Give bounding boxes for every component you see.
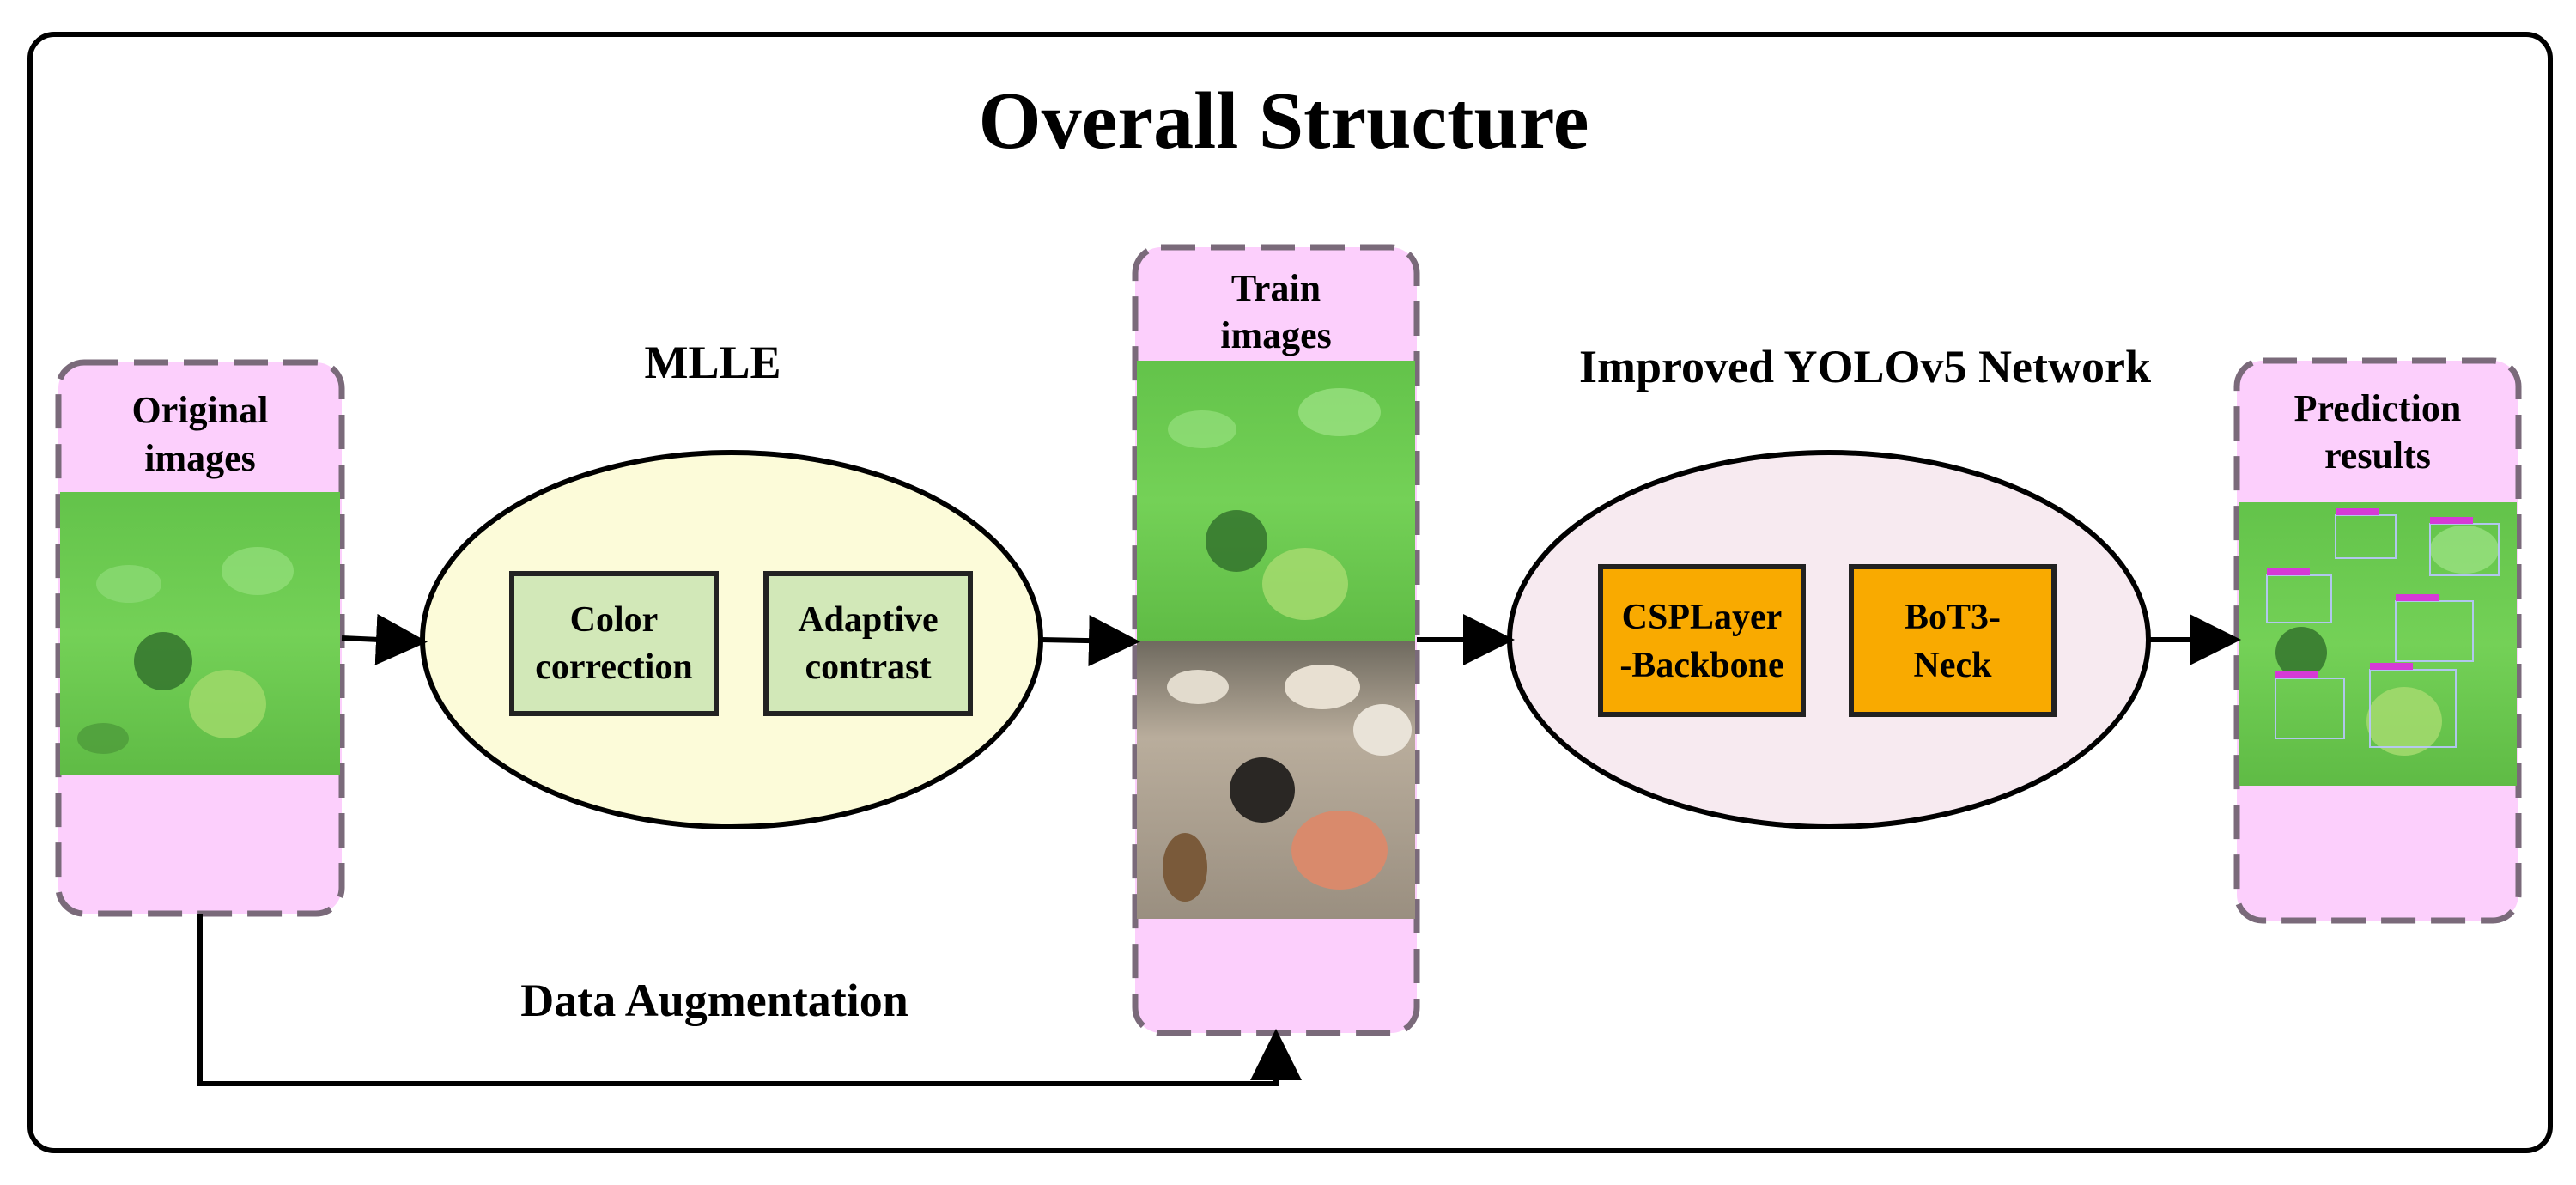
diagram-title: Overall Structure (979, 76, 1589, 166)
arrow-original-to-mlle (341, 613, 428, 665)
yolo-title: Improved YOLOv5 Network (1579, 341, 2151, 392)
underwater-raw-image (1137, 641, 1415, 919)
stage-prediction-results: Prediction results (2233, 357, 2522, 924)
original-images-label-line1: Original (132, 389, 269, 431)
underwater-enhanced-image (60, 492, 340, 775)
mlle-module-adaptive-contrast: Adaptive contrast (763, 571, 973, 716)
mlle-module-label: Adaptive (798, 600, 938, 640)
arrow-mlle-to-train (1040, 615, 1140, 667)
data-augmentation-label: Data Augmentation (520, 975, 908, 1026)
stage-original-images: Original images (55, 359, 345, 917)
original-images-label-line2: images (144, 437, 256, 479)
connector-arrows (197, 613, 2241, 1086)
train-images-label-line2: images (1220, 314, 1332, 356)
underwater-enhanced-image (1137, 361, 1415, 641)
arrow-data-augmentation (197, 914, 1302, 1086)
mlle-module-label: correction (535, 647, 692, 687)
yolo-module-label: Neck (1914, 646, 1993, 685)
yolo-module-label: -Backbone (1619, 646, 1783, 685)
detection-result-image (2239, 502, 2517, 786)
mlle-module-color-correction: Color correction (509, 571, 719, 716)
prediction-results-label-line2: results (2324, 434, 2431, 477)
mlle-module-label: contrast (805, 647, 932, 687)
stage-train-images: Train images (1132, 244, 1420, 1036)
mlle-module-label: Color (570, 600, 659, 640)
yolo-module-csplayer-backbone: CSPLayer -Backbone (1598, 564, 1806, 717)
yolo-module-bot3-neck: BoT3- Neck (1849, 564, 2057, 717)
mlle-title: MLLE (644, 337, 781, 388)
train-images-label-line1: Train (1231, 267, 1321, 309)
yolo-module-label: BoT3- (1905, 598, 2001, 637)
yolo-module-label: CSPLayer (1622, 598, 1783, 637)
prediction-results-label-line1: Prediction (2294, 387, 2462, 429)
